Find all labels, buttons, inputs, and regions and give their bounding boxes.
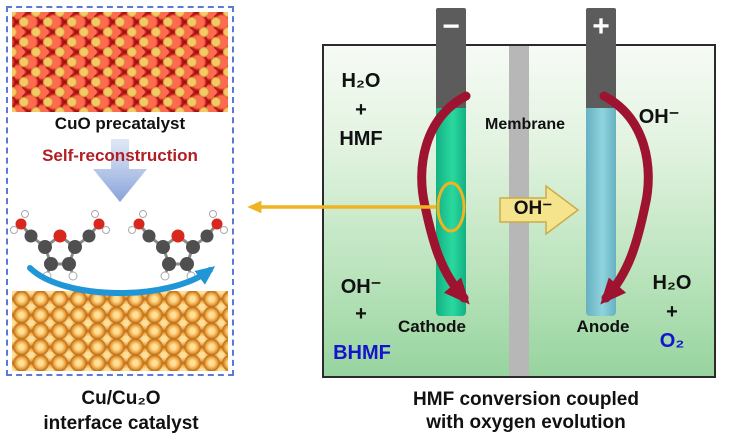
plus-out-label: + — [355, 303, 367, 325]
cathode-rod — [436, 108, 466, 316]
interface-catalyst-caption: Cu/Cu₂O interface catalyst — [6, 386, 236, 436]
cell-caption-line2: with oxygen evolution — [426, 412, 626, 433]
oh-anode-in-label: OH⁻ — [638, 106, 680, 128]
cell-caption: HMF conversion coupled with oxygen evolu… — [330, 388, 722, 434]
membrane-label: Membrane — [484, 116, 566, 133]
oh-transport-label: OH⁻ — [513, 198, 553, 219]
oh-out-label: OH⁻ — [340, 276, 382, 298]
o2-product-label: O₂ — [659, 330, 685, 352]
cuo-lattice-image — [12, 12, 228, 112]
cell-caption-line1: HMF conversion coupled — [413, 389, 639, 410]
plus-anode-label: + — [666, 301, 678, 323]
hmf-in-label: HMF — [339, 128, 383, 150]
cathode-terminal: − — [436, 8, 466, 108]
bhmf-molecule — [128, 210, 228, 281]
h2o-out-label: H₂O — [652, 272, 692, 294]
cu-cu2o-lattice-image — [12, 291, 228, 371]
anode-terminal: + — [586, 8, 616, 108]
interface-caption-line2: interface catalyst — [43, 413, 199, 434]
self-reconstruction-arrow-icon — [93, 139, 147, 202]
minus-sign: − — [442, 10, 460, 43]
interface-caption-line1: Cu/Cu₂O — [81, 388, 161, 409]
catalyst-panel: CuO precatalyst Self-reconstruction — [6, 6, 234, 376]
surface-conversion-arrow-icon — [27, 265, 216, 296]
hmf-molecule — [10, 210, 110, 281]
cathode-label: Cathode — [398, 317, 466, 336]
plus-in-label: + — [355, 99, 367, 121]
h2o-in-label: H₂O — [341, 70, 381, 92]
self-reconstruction-label: Self-reconstruction — [42, 146, 198, 165]
anode-rod — [586, 108, 616, 316]
bhmf-product-label: BHMF — [333, 342, 391, 364]
plus-sign: + — [592, 10, 610, 43]
anode-label: Anode — [576, 317, 630, 336]
cuo-precatalyst-label: CuO precatalyst — [54, 114, 186, 133]
